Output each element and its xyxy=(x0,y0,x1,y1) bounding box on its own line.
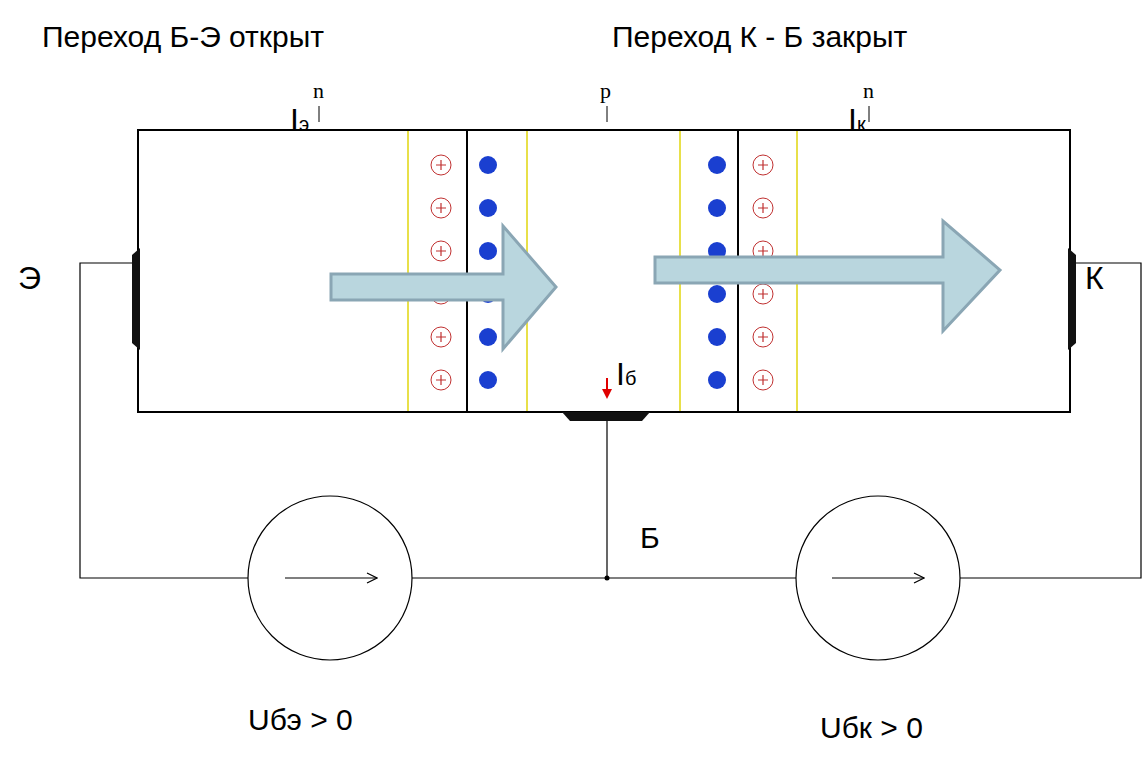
leader-line xyxy=(319,106,869,122)
wire xyxy=(80,263,1141,578)
region-type-label: n xyxy=(863,80,874,102)
current-arrow xyxy=(655,221,1000,331)
voltage-label: Uбэ > 0 xyxy=(248,705,353,735)
region-type-label: n xyxy=(313,80,324,102)
voltage-source xyxy=(248,496,412,660)
current-label: Iб xyxy=(616,358,636,390)
terminal-label: Э xyxy=(18,262,41,294)
wire-junction xyxy=(605,576,610,581)
voltage-source xyxy=(796,496,960,660)
crystal-body xyxy=(138,130,1070,412)
region-type-label: p xyxy=(600,80,611,102)
current-label: Iк xyxy=(848,104,866,136)
current-arrow xyxy=(331,226,556,349)
junction-state-label: Переход Б-Э открыт xyxy=(42,22,324,52)
terminal-label: Б xyxy=(640,523,660,553)
voltage-label: Uбк > 0 xyxy=(820,713,923,743)
terminal-label: К xyxy=(1085,262,1104,294)
base-current-arrow xyxy=(602,378,612,399)
current-label: Iэ xyxy=(290,104,309,136)
junction-state-label: Переход К - Б закрыт xyxy=(612,22,907,52)
